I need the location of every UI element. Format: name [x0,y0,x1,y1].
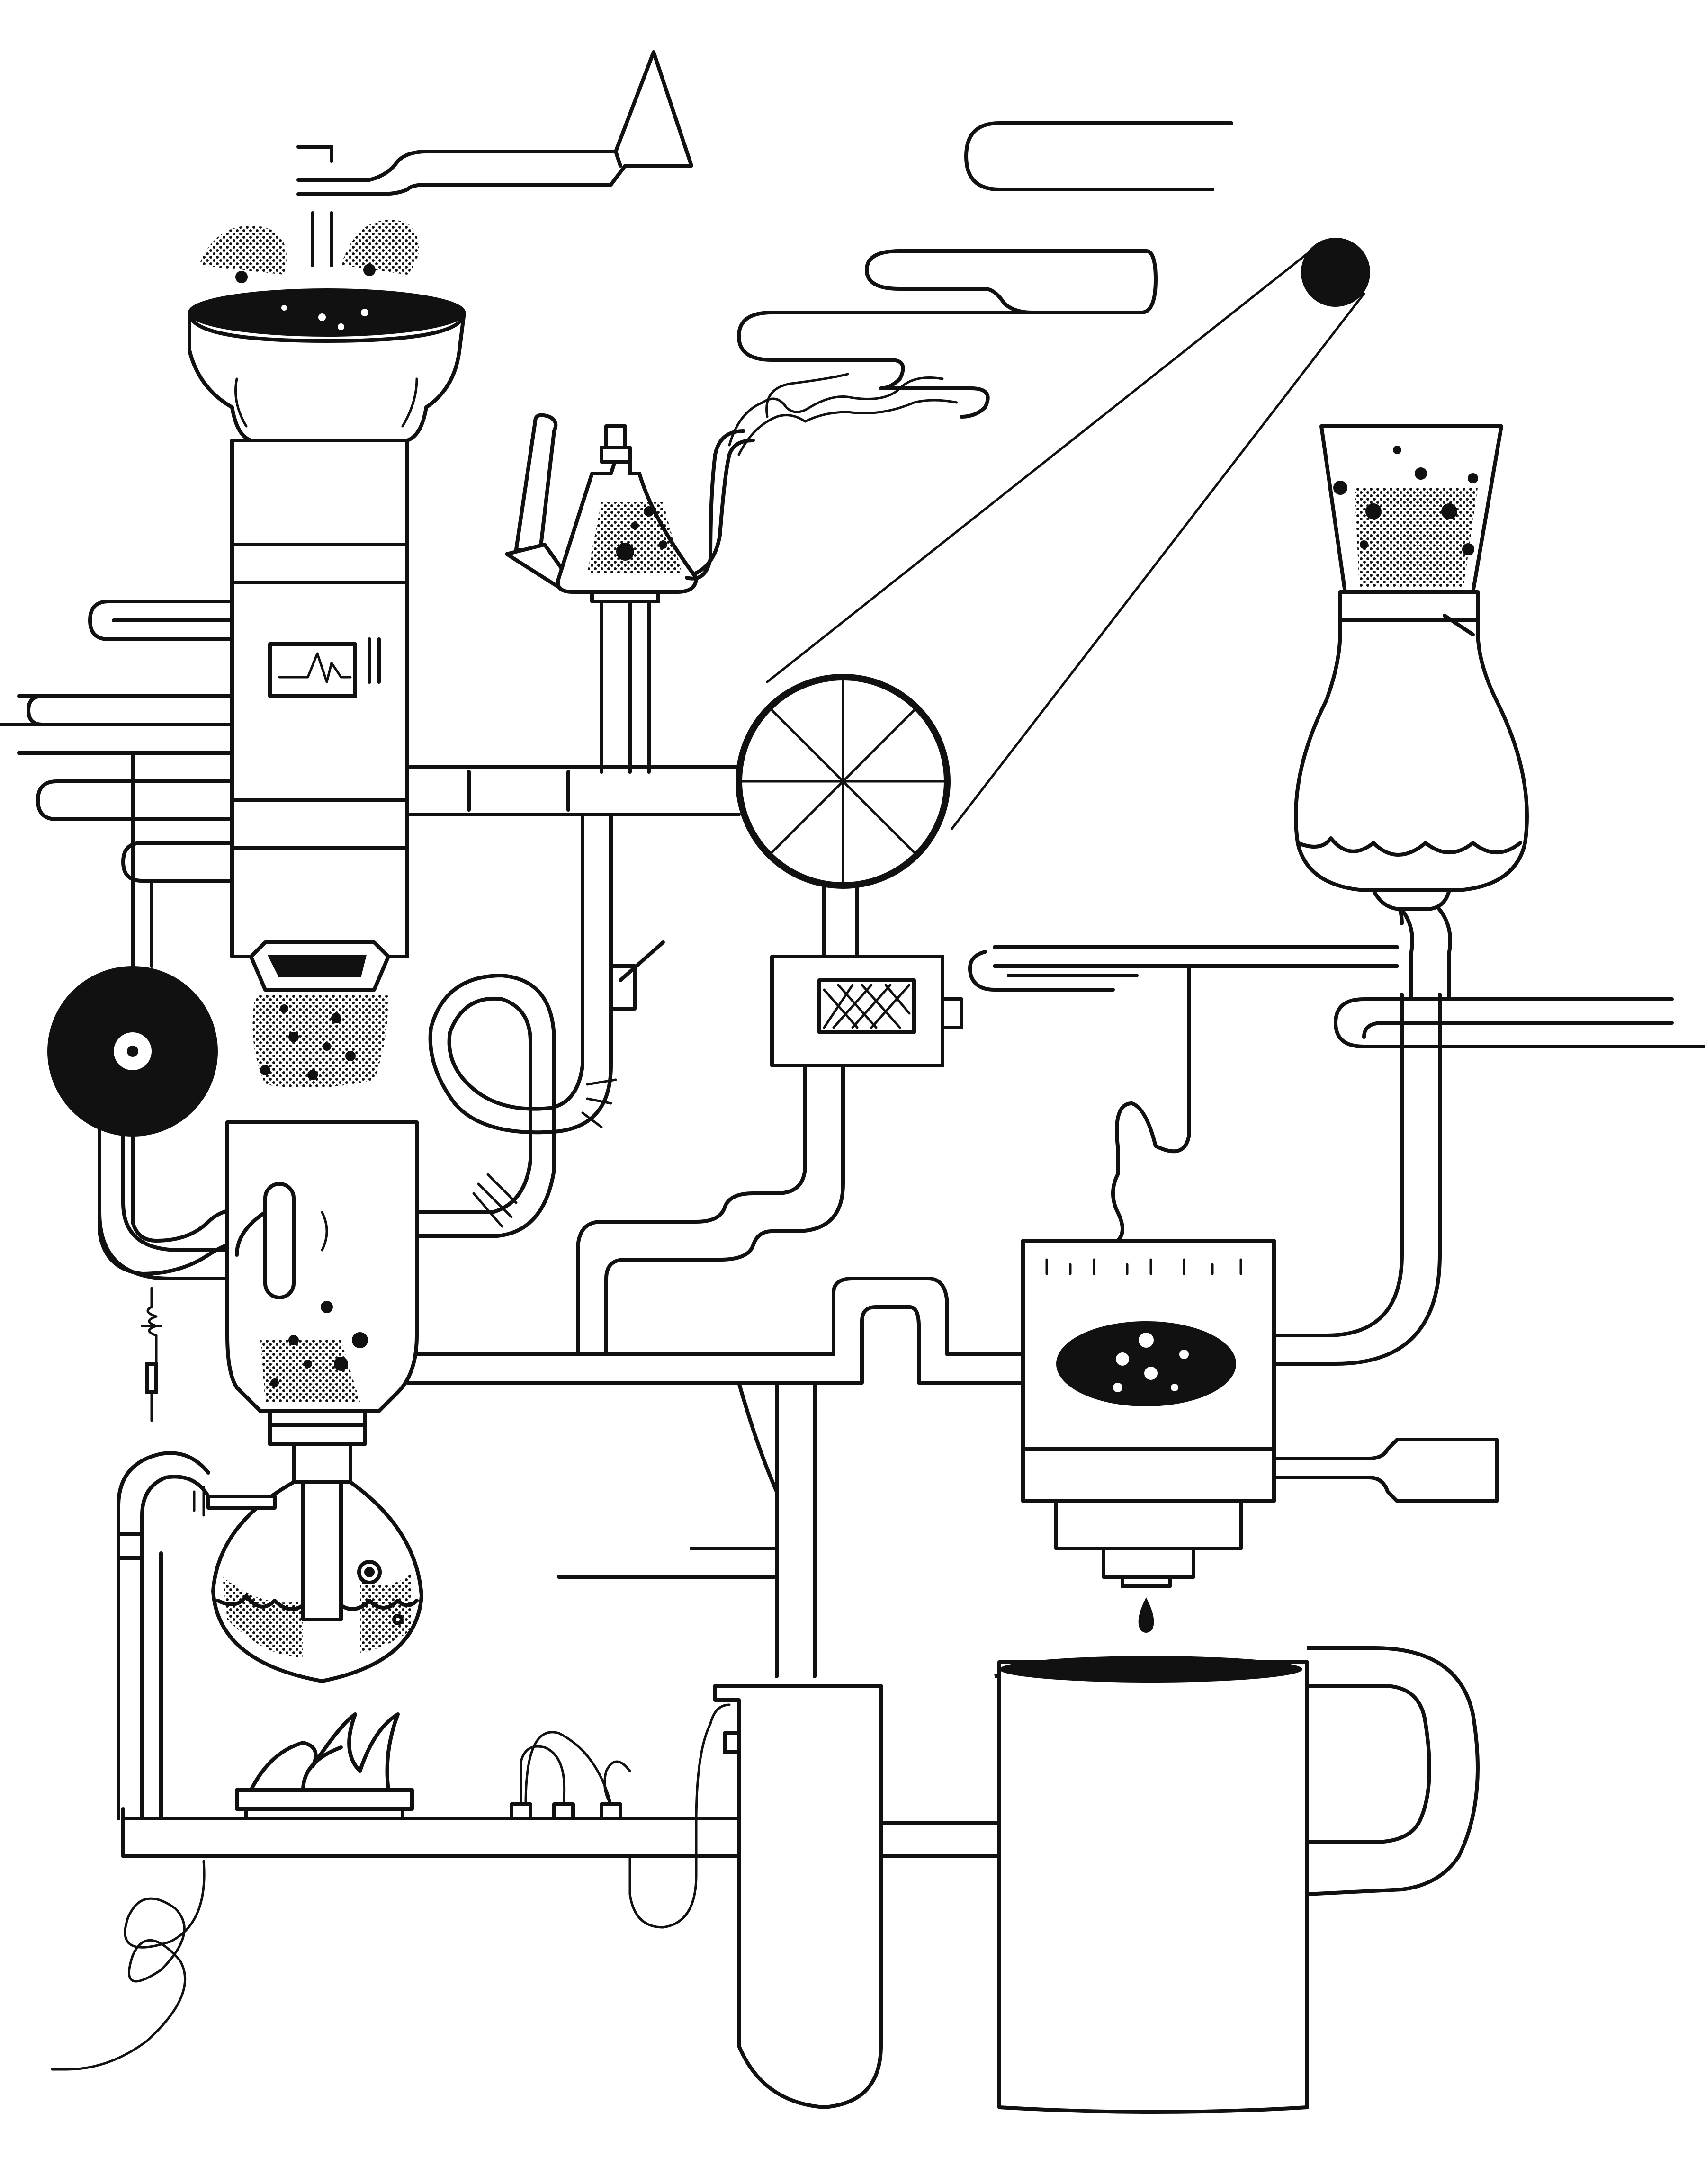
electrodes [510,1703,731,1929]
gauge-display [268,642,357,698]
moon [1301,238,1370,307]
spring-wire [51,1287,206,2071]
test-tube [713,1684,883,2109]
gooseneck-kettle [505,413,755,603]
coffee-drop [1138,1597,1154,1633]
coffee-grinder [187,211,466,1088]
vinyl-record [47,966,218,1137]
hopper [187,211,466,442]
clouds [737,121,1233,419]
chemex-brewer [1294,424,1529,911]
pulley-wheel [736,674,951,889]
moon-pulley [766,238,1370,830]
steam [728,373,958,456]
siphon-brewer [225,1120,419,1446]
airplane [296,50,693,196]
flask [117,1442,423,1820]
burner-flame [235,1712,414,1820]
cross-hatched-box [770,955,963,1067]
pipes [0,595,1705,1858]
coffee-mug [994,1646,1480,2114]
espresso-machine [1021,1239,1276,1588]
